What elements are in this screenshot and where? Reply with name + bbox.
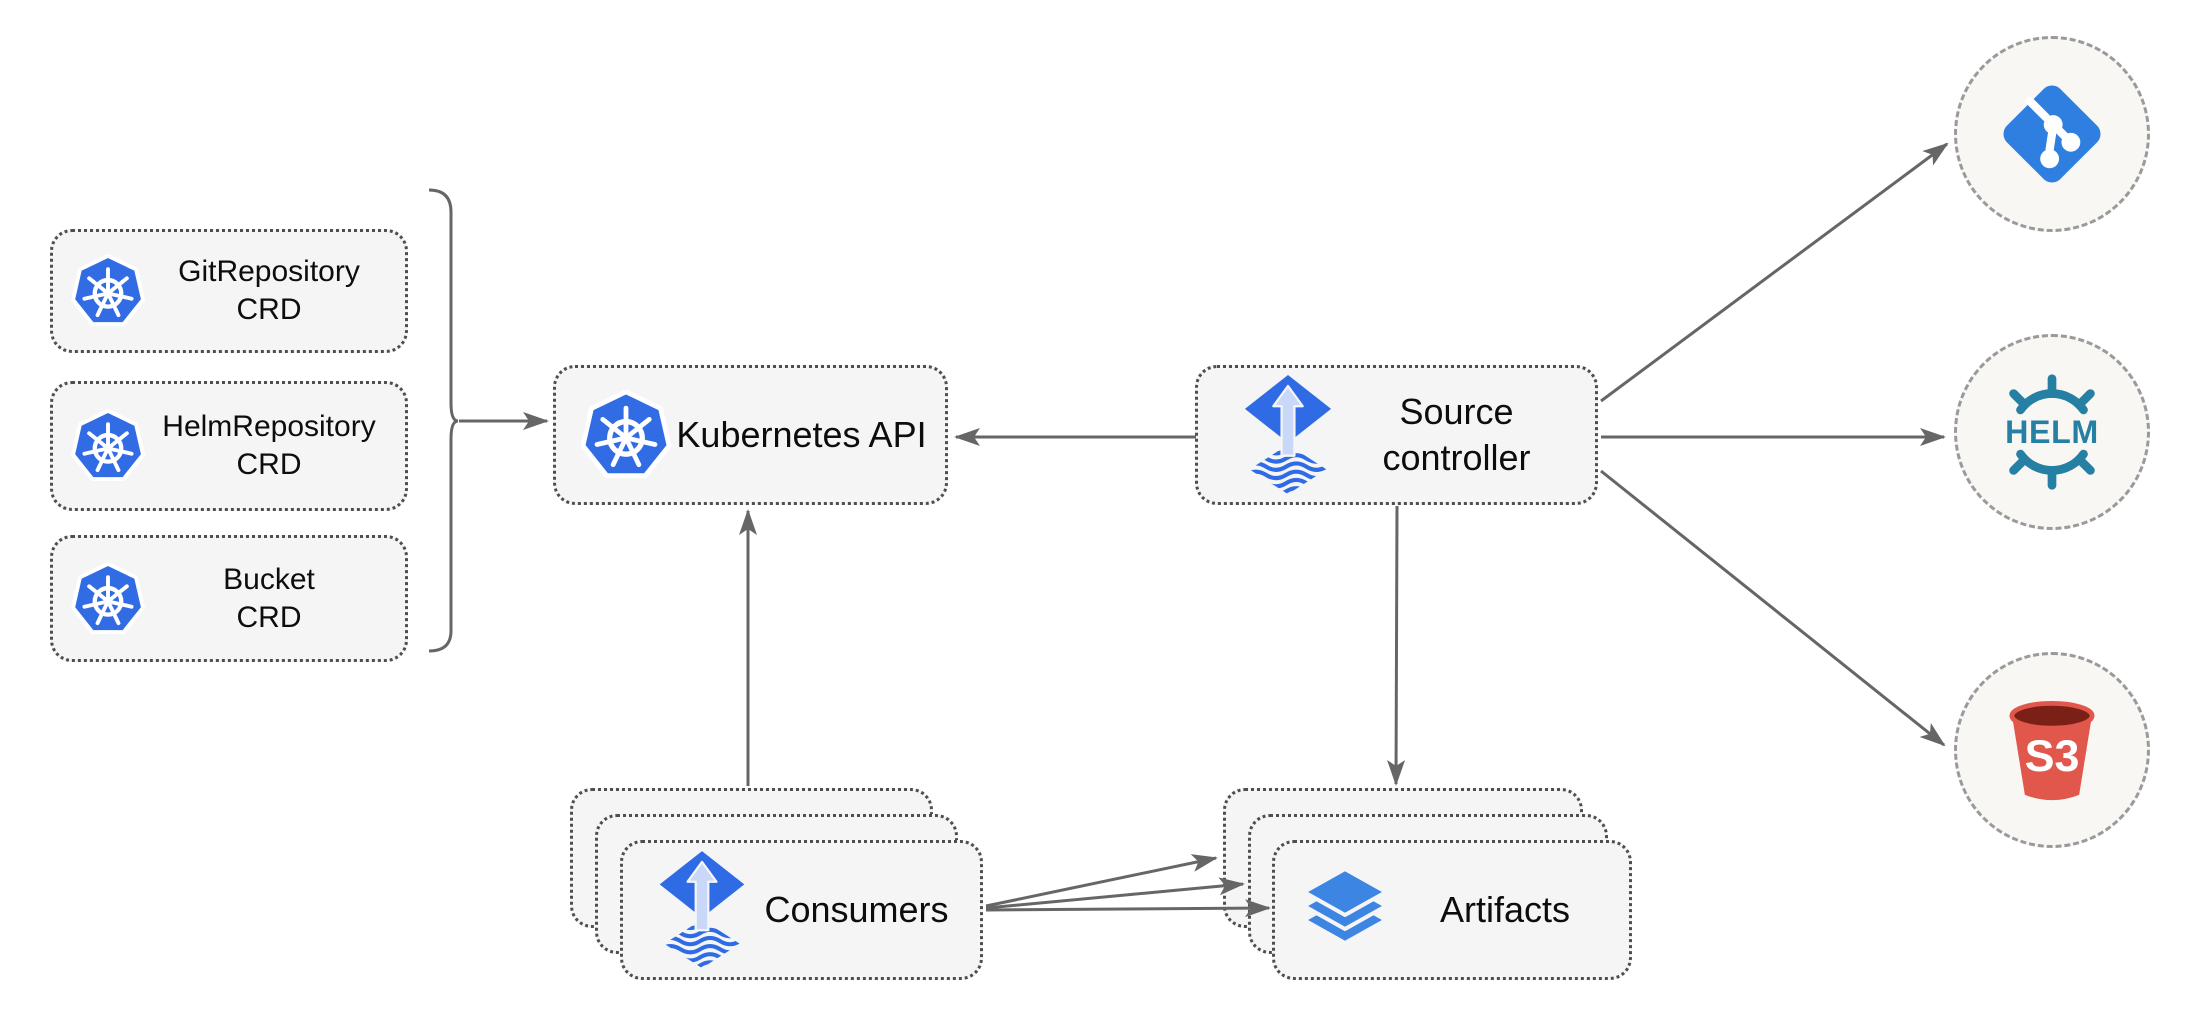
flux-icon xyxy=(1244,374,1332,494)
s3-label: S3 xyxy=(2025,730,2080,781)
kubernetes-icon xyxy=(71,253,145,327)
node-label: GitRepository CRD xyxy=(178,255,360,326)
node-label: Artifacts xyxy=(1439,889,1571,930)
node-kubernetes-api: Kubernetes API xyxy=(553,365,948,505)
helm-label: HELM xyxy=(2005,414,2099,450)
kubernetes-icon xyxy=(71,408,145,482)
git-icon xyxy=(2003,85,2101,183)
node-artifacts: Artifacts xyxy=(1272,840,1632,980)
node-consumers: Consumers xyxy=(620,840,983,980)
node-label: Bucket CRD xyxy=(223,562,315,634)
node-helmrepository-crd: HelmRepository CRD xyxy=(50,381,408,511)
edge-source-controller-to-git xyxy=(1600,142,1949,403)
node-gitrepository-crd: GitRepository CRD xyxy=(50,229,408,353)
layers-icon xyxy=(1302,867,1388,945)
endpoint-s3: S3 xyxy=(1954,652,2150,848)
flux-icon xyxy=(659,850,745,968)
endpoint-git xyxy=(1954,36,2150,232)
crd-group-brace xyxy=(428,188,459,653)
edge-source-controller-to-artifacts xyxy=(1387,505,1406,786)
helm-icon: HELM xyxy=(2005,374,2099,490)
edge-source-controller-to-s3 xyxy=(1600,469,1946,747)
edge-consumers-to-artifacts-2 xyxy=(985,877,1245,910)
s3-bucket-icon: S3 xyxy=(2009,701,2095,801)
node-label: Source controller xyxy=(1382,391,1531,478)
node-bucket-crd: Bucket CRD xyxy=(50,535,408,662)
edge-consumers-to-artifacts-1 xyxy=(985,854,1218,908)
node-label: HelmRepository CRD xyxy=(162,410,376,481)
kubernetes-icon xyxy=(580,389,672,479)
node-source-controller: Source controller xyxy=(1195,365,1598,505)
node-label: Consumers xyxy=(764,889,949,930)
kubernetes-icon xyxy=(71,561,145,634)
node-label: Kubernetes API xyxy=(676,414,927,455)
endpoint-helm: HELM xyxy=(1954,334,2150,530)
